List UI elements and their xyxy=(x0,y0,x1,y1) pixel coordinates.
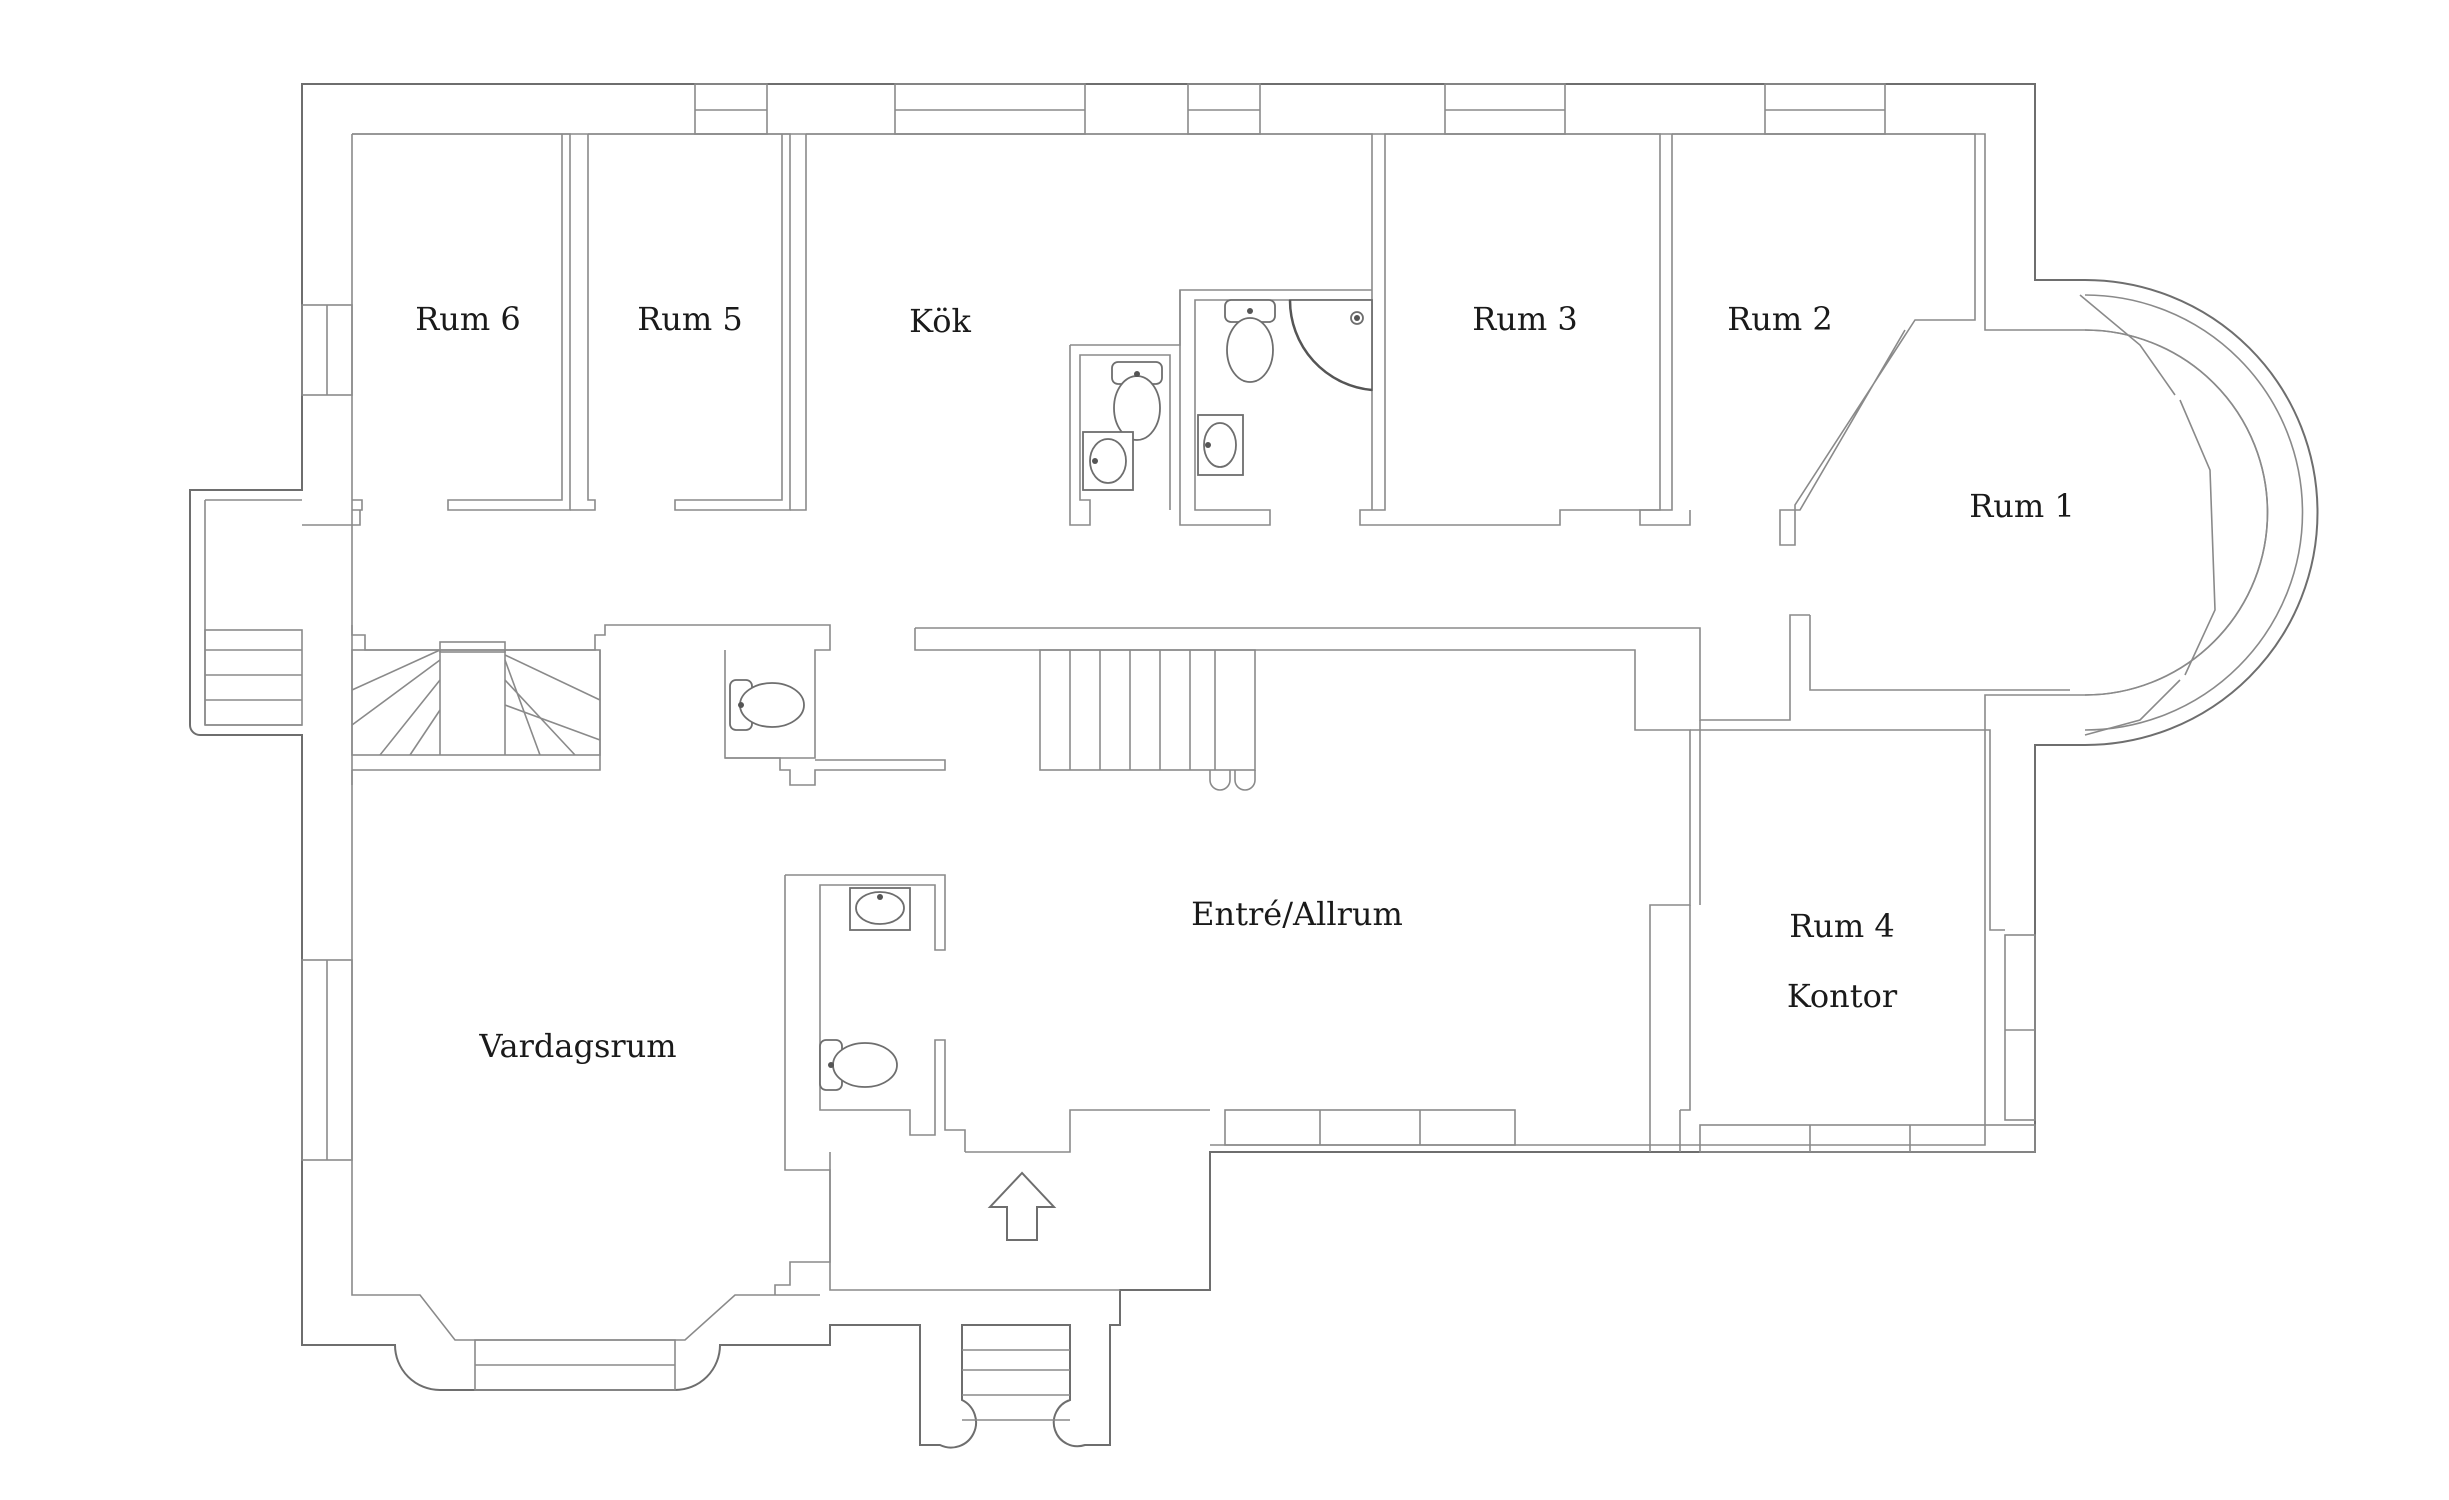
label-kok: Kök xyxy=(909,302,971,340)
windows xyxy=(301,83,2216,1391)
sink-icon xyxy=(1197,414,1244,476)
label-rum4: Rum 4 xyxy=(1789,907,1895,945)
stairs-main xyxy=(1039,649,1256,791)
label-kontor: Kontor xyxy=(1787,977,1898,1015)
label-entre: Entré/Allrum xyxy=(1191,895,1403,933)
stairs-left xyxy=(351,641,601,756)
label-rum5: Rum 5 xyxy=(637,300,743,338)
label-rum2: Rum 2 xyxy=(1727,300,1833,338)
sink-icon xyxy=(849,887,911,931)
toilet-icon xyxy=(729,679,805,731)
label-vardagsrum: Vardagsrum xyxy=(478,1027,676,1065)
label-rum1: Rum 1 xyxy=(1969,487,2075,525)
fixtures xyxy=(729,299,1373,1091)
stairs-entrance xyxy=(962,1349,1070,1421)
label-rum3: Rum 3 xyxy=(1472,300,1578,338)
stairs-side xyxy=(204,629,303,726)
entrance-arrow-icon xyxy=(987,1171,1057,1241)
interior-walls xyxy=(204,133,2070,1421)
outer-walls xyxy=(189,83,2319,1449)
label-rum6: Rum 6 xyxy=(415,300,521,338)
toilet-icon xyxy=(819,1039,898,1091)
toilet-icon xyxy=(1224,299,1276,383)
toilet-icon xyxy=(1111,361,1163,441)
sink-icon xyxy=(1082,431,1134,491)
shower-icon xyxy=(1288,299,1373,392)
